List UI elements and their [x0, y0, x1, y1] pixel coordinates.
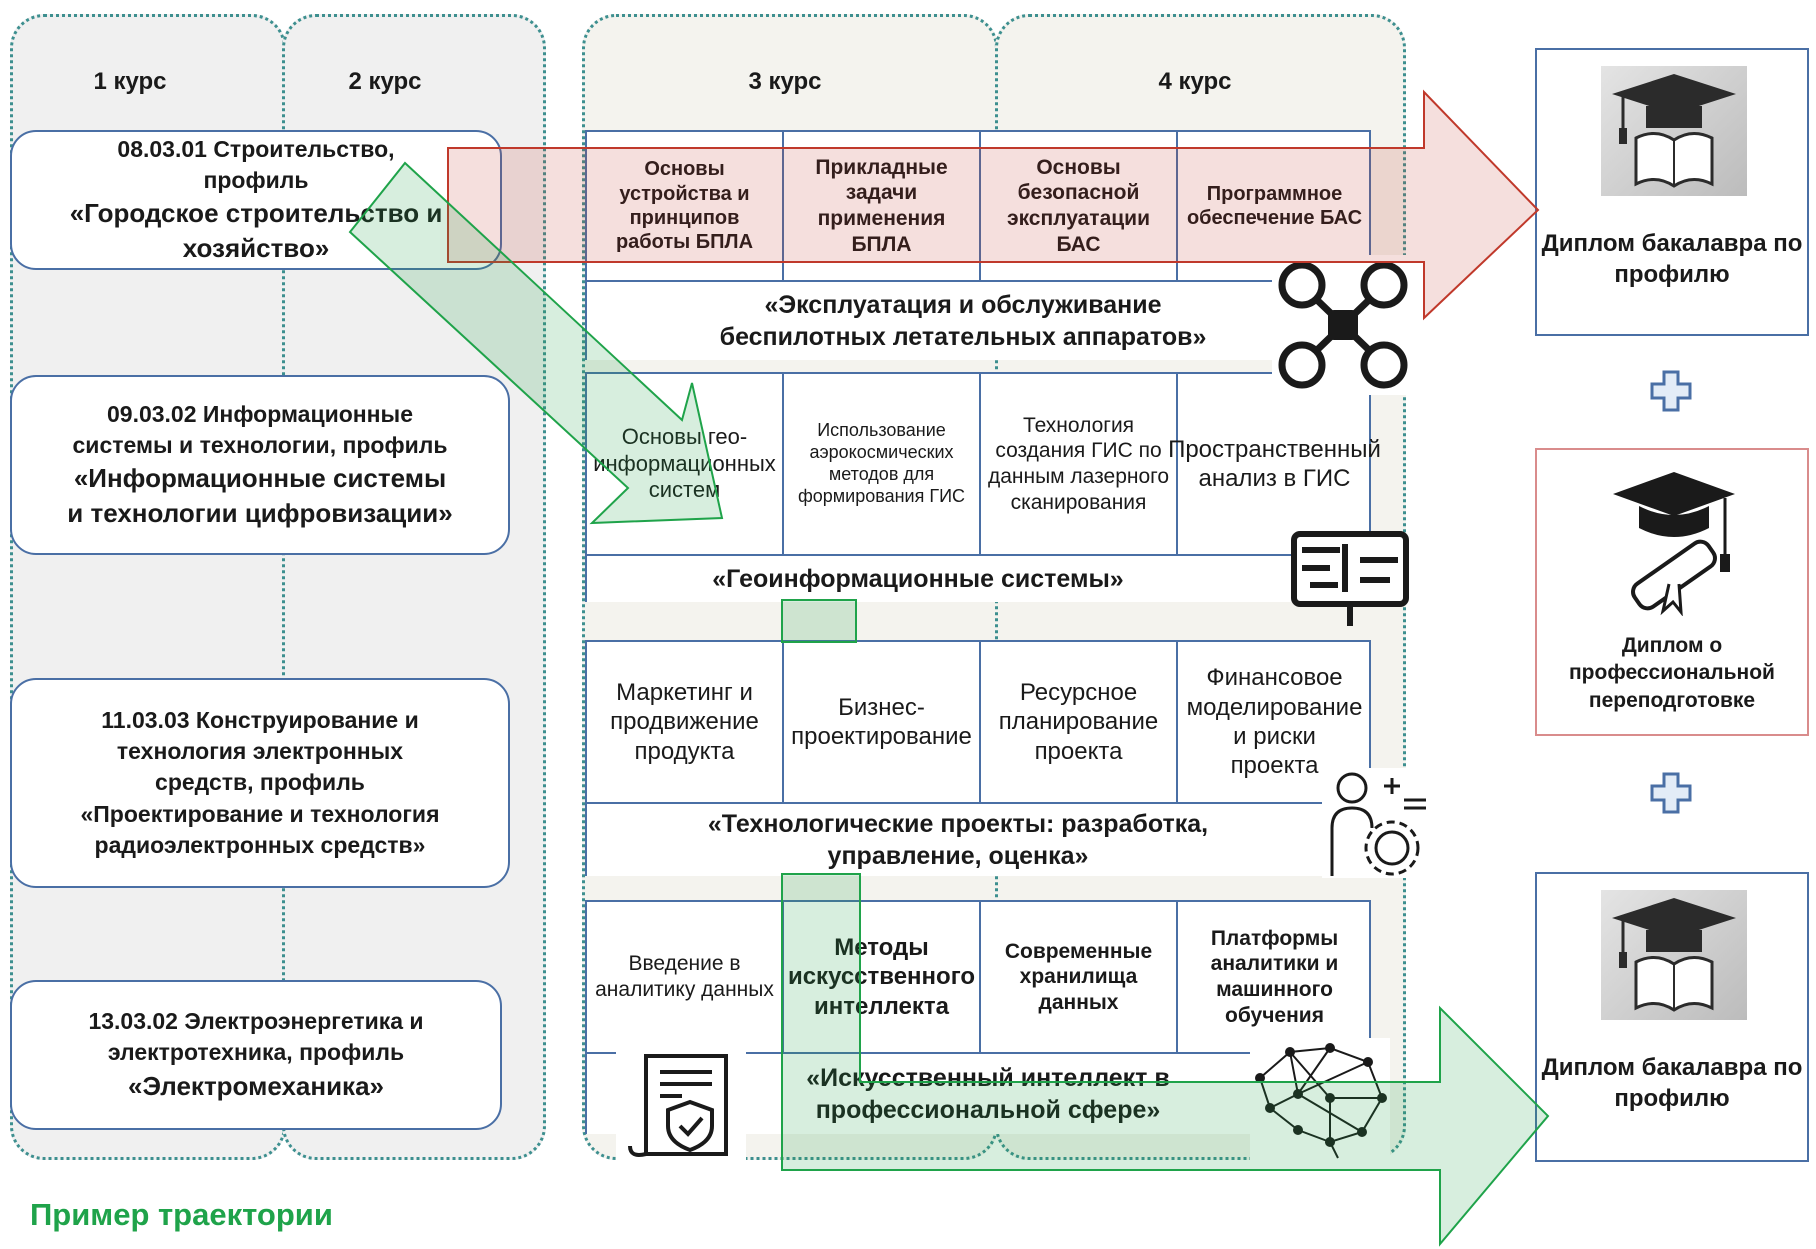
course-cell: Ресурсное планирование проекта [981, 642, 1178, 802]
program-text: технология электронных [116, 738, 404, 765]
course-cell: Технология создания ГИС по данным лазерн… [981, 374, 1178, 554]
program-box-construction: 08.03.01 Строительство, профиль «Городск… [10, 130, 502, 270]
block-title: «Геоинформационные системы» [587, 554, 1369, 602]
year-2-label: 2 курс [348, 68, 422, 95]
program-code: 08.03.01 Строительство, [117, 135, 395, 162]
drone-icon [1272, 255, 1414, 395]
program-profile: хозяйство» [182, 233, 330, 264]
course-cell: Прикладные задачи применения БПЛА [784, 132, 981, 280]
course-cell: Бизнес-проектирование [784, 642, 981, 802]
program-profile: «Информационные системы [73, 462, 447, 493]
outcome-retraining: Диплом о профессиональной переподготовке [1535, 448, 1809, 736]
neural-network-icon [1250, 1038, 1390, 1160]
course-cell: Основы безопасной эксплуатации БАС [981, 132, 1178, 280]
plus-icon [1650, 772, 1692, 814]
course-cell: Методы искусственного интеллекта [784, 902, 981, 1052]
block-title: «Технологические проекты: разработка, уп… [587, 802, 1369, 876]
program-text: профиль [203, 166, 309, 193]
program-profile: и технологии цифровизации» [67, 498, 453, 529]
program-box-electrical: 13.03.02 Электроэнергетика и электротехн… [10, 980, 502, 1130]
program-code: 11.03.03 Конструирование и [101, 707, 419, 734]
program-text: средств, профиль [155, 769, 365, 796]
program-profile: «Проектирование и технология [80, 800, 440, 827]
graduation-cap-book-icon [1601, 890, 1747, 1020]
course-cell: Основы устройства и принципов работы БПЛ… [587, 132, 784, 280]
program-profile: «Электромеханика» [127, 1070, 384, 1101]
program-box-electronics: 11.03.03 Конструирование и технология эл… [10, 678, 510, 888]
outcome-bachelor-2: Диплом бакалавра по профилю [1535, 872, 1809, 1162]
outcome-bachelor-1: Диплом бакалавра по профилю [1535, 48, 1809, 336]
program-profile: радиоэлектронных средств» [94, 831, 426, 858]
engineer-gear-icon [1322, 768, 1430, 878]
year-4-label: 4 курс [1158, 68, 1232, 95]
program-profile: «Городское строительство и [69, 197, 443, 228]
year-1-label: 1 курс [93, 68, 167, 95]
program-code: 13.03.02 Электроэнергетика и [88, 1008, 424, 1035]
program-code: 09.03.02 Информационные [106, 400, 413, 427]
outcome-label: Диплом о профессиональной переподготовке [1569, 634, 1775, 712]
map-board-icon [1290, 530, 1410, 630]
course-cell: Основы гео-информационных систем [587, 374, 784, 554]
program-text: электротехника, профиль [107, 1039, 405, 1066]
block-projects: Маркетинг и продвижение продукта Бизнес-… [585, 640, 1371, 876]
course-cell: Финансовое моделирование и риски проекта [1186, 664, 1363, 780]
course-cell: Маркетинг и продвижение продукта [587, 642, 784, 802]
course-cell: Введение в аналитику данных [587, 902, 784, 1052]
block-title: «Эксплуатация и обслуживание беспилотных… [587, 280, 1369, 360]
block-gis: Основы гео-информационных систем Использ… [585, 372, 1381, 602]
course-cell: Использование аэрокосмических методов дл… [784, 374, 981, 554]
outcome-label: Диплом бакалавра по профилю [1541, 230, 1803, 289]
graduation-cap-diploma-icon [1609, 466, 1739, 617]
block-uav: Основы устройства и принципов работы БПЛ… [585, 130, 1371, 360]
plus-icon [1650, 370, 1692, 412]
program-text: системы и технологии, профиль [72, 431, 448, 458]
outcome-label: Диплом бакалавра по профилю [1541, 1054, 1803, 1113]
graduation-cap-book-icon [1601, 66, 1747, 196]
course-cell: Платформы аналитики и машинного обучения [1210, 926, 1339, 1027]
course-cell: Современные хранилища данных [981, 902, 1178, 1052]
footer-caption: Пример траектории [30, 1197, 333, 1232]
course-cell: Пространственный анализ в ГИС [1168, 435, 1381, 492]
year-3-label: 3 курс [748, 68, 822, 95]
secure-document-icon [616, 1050, 746, 1160]
program-box-infosystems: 09.03.02 Информационные системы и технол… [10, 375, 510, 555]
